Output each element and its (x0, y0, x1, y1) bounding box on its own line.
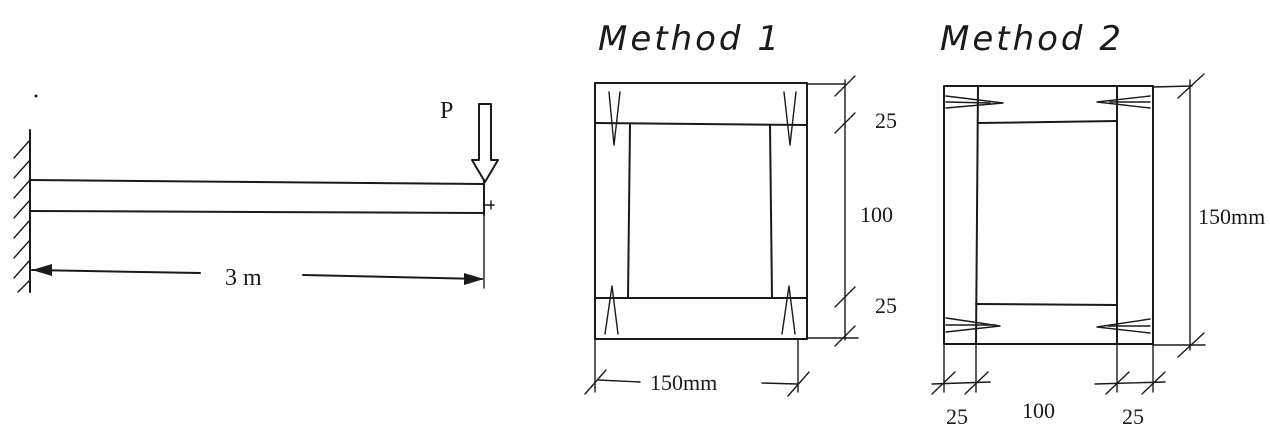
method1-dim-top: 25 (875, 108, 897, 133)
load-label: P (440, 98, 453, 124)
method2-dim-right: 25 (1122, 404, 1144, 427)
method1-dim-width: 150mm (650, 370, 717, 395)
method1-left-web (627, 124, 631, 299)
method2-top-flange (977, 120, 1118, 124)
method1-title: Method 1 (598, 19, 782, 59)
method2-left-web (975, 85, 979, 345)
method1-right-web (769, 124, 773, 299)
load-arrow (471, 103, 499, 183)
method2-outer-box (943, 85, 1154, 345)
method2-dim-middle: 100 (1022, 398, 1055, 423)
method2-dim-left: 25 (946, 404, 968, 427)
method2-dim-height: 150mm (1198, 204, 1265, 229)
method2-bottom-flange (975, 303, 1118, 306)
stray-mark (34, 94, 38, 98)
method1-dim-web: 100 (860, 202, 893, 227)
method1-outer-box (594, 82, 808, 340)
method2-section: Method 2 150mm (931, 19, 1265, 427)
beam-top-edge (29, 179, 485, 185)
method1-nails (604, 91, 797, 335)
span-label: 3 m (225, 265, 262, 291)
method1-section: Method 1 25 100 25 150 (584, 19, 897, 397)
method2-title: Method 2 (940, 19, 1124, 59)
cantilever-beam: P 3 m (13, 94, 499, 293)
beam-bottom-edge (29, 210, 485, 214)
method1-dim-bottom: 25 (875, 293, 897, 318)
wall-hatching (13, 139, 31, 293)
method2-nails (945, 95, 1151, 334)
method1-top-flange (594, 122, 808, 126)
span-dimension (31, 264, 484, 285)
